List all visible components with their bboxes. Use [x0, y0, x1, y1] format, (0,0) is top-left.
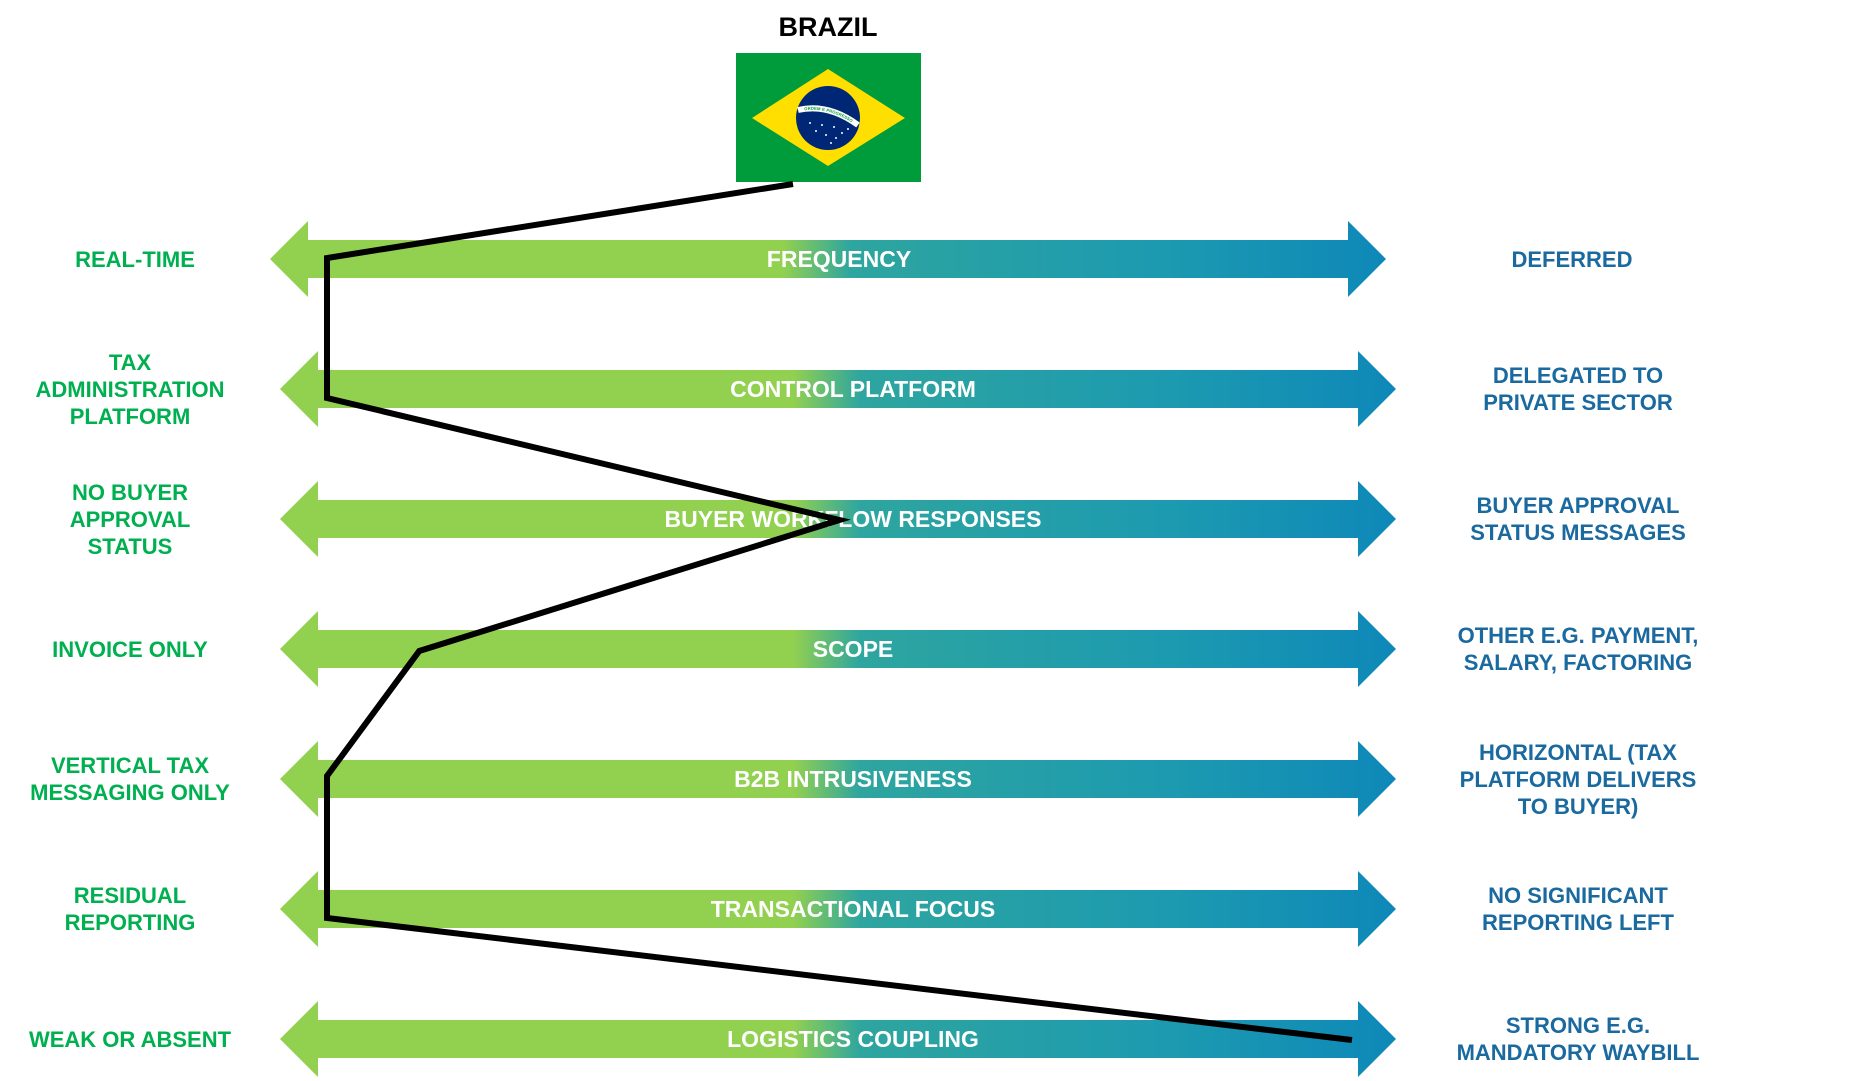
left-label-line: PLATFORM — [69, 403, 191, 429]
left-label-line: VERTICAL TAX — [50, 753, 210, 778]
right-label-line: STATUS MESSAGES — [1470, 520, 1686, 545]
right-label-line: PLATFORM DELIVERS — [1459, 766, 1697, 792]
double-arrow-7 — [280, 1001, 1396, 1077]
right-label-line: STRONG E.G. — [1505, 1013, 1651, 1038]
left-label-line: REPORTING — [64, 910, 196, 935]
dimension-label: TRANSACTIONAL FOCUS — [711, 896, 996, 922]
double-arrow-1 — [270, 221, 1386, 297]
left-label-line: TAX — [108, 349, 152, 375]
right-label-line: TO BUYER) — [1517, 793, 1639, 819]
left-label-line: MESSAGING ONLY — [30, 780, 230, 805]
dimension-label: B2B INTRUSIVENESS — [734, 766, 972, 792]
left-label-line: WEAK OR ABSENT — [28, 1026, 232, 1052]
dimension-label: LOGISTICS COUPLING — [727, 1026, 979, 1052]
double-arrow-5 — [280, 741, 1396, 817]
right-label-line: HORIZONTAL (TAX — [1479, 739, 1677, 765]
right-label-line: NO SIGNIFICANT — [1488, 883, 1668, 908]
left-extreme-label: REAL-TIME — [10, 246, 260, 273]
right-label-line: DELEGATED TO — [1492, 363, 1664, 388]
brazil-profile-line — [324, 181, 1353, 1043]
right-label-line: REPORTING LEFT — [1482, 910, 1674, 935]
right-label-line: OTHER E.G. PAYMENT, — [1457, 623, 1699, 648]
left-extreme-label: INVOICE ONLY — [5, 636, 255, 663]
left-label-line: NO BUYER — [71, 479, 189, 505]
double-arrow-2 — [280, 351, 1396, 427]
right-label-line: BUYER APPROVAL — [1476, 493, 1680, 518]
left-extreme-label: WEAK OR ABSENT — [5, 1026, 255, 1053]
right-extreme-label: STRONG E.G.MANDATORY WAYBILL — [1418, 1012, 1738, 1066]
right-extreme-label: OTHER E.G. PAYMENT,SALARY, FACTORING — [1418, 622, 1738, 676]
country-title: BRAZIL — [778, 12, 878, 42]
dimension-label: FREQUENCY — [767, 246, 911, 272]
dimension-label: CONTROL PLATFORM — [730, 376, 976, 402]
dimension-label: SCOPE — [813, 636, 894, 662]
right-label-line: SALARY, FACTORING — [1463, 650, 1693, 675]
left-label-line: ADMINISTRATION — [35, 376, 225, 402]
double-arrow-4 — [280, 611, 1396, 687]
left-label-line: STATUS — [87, 533, 173, 559]
right-label-line: MANDATORY WAYBILL — [1456, 1040, 1700, 1065]
left-label-line: INVOICE ONLY — [52, 636, 208, 662]
double-arrow-6 — [280, 871, 1396, 947]
left-label-line: REAL-TIME — [75, 246, 195, 272]
brazil-flag-icon: ORDEM E PROGRESSO — [736, 53, 921, 182]
left-label-line: RESIDUAL — [73, 883, 187, 908]
right-extreme-label: DEFERRED — [1412, 246, 1732, 273]
dimension-label: BUYER WORKFLOW RESPONSES — [665, 506, 1042, 532]
right-label-line: DEFERRED — [1511, 246, 1633, 272]
right-label-line: PRIVATE SECTOR — [1483, 390, 1673, 415]
left-label-line: APPROVAL — [69, 506, 191, 532]
